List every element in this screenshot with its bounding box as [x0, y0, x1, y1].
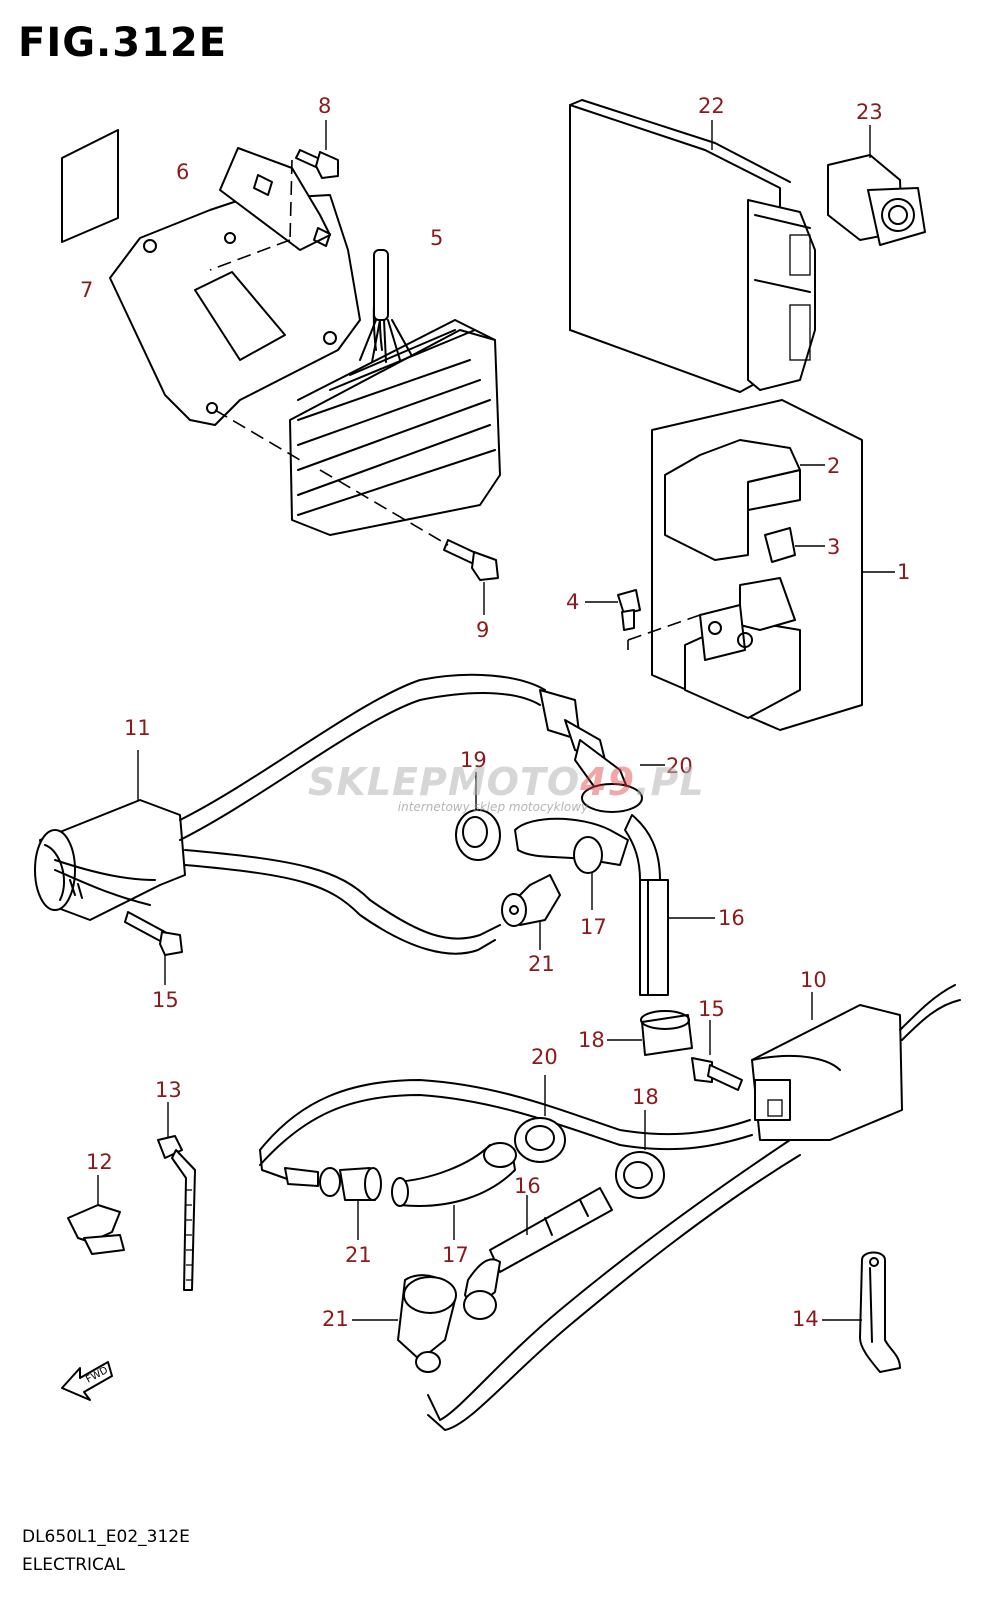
- part-10-ignition-coil: [751, 984, 961, 1141]
- callout-21-upper: 21: [528, 952, 555, 976]
- callout-17-upper: 17: [580, 915, 607, 939]
- callout-19-lower: 20: [531, 1045, 558, 1069]
- callout-9: 9: [476, 618, 490, 642]
- figure-section: ELECTRICAL: [22, 1555, 126, 1575]
- fwd-arrow-icon: FWD: [61, 1361, 113, 1401]
- part-17-elbow-upper: [514, 817, 629, 910]
- callout-2: 2: [827, 454, 841, 478]
- callout-10: 10: [800, 968, 827, 992]
- part-21-grommet-lower: [319, 1167, 382, 1240]
- part-14-clip: [822, 1251, 901, 1373]
- part-6-bracket: [109, 147, 361, 426]
- callout-22: 22: [698, 94, 725, 118]
- part-12-clamp: [67, 1175, 125, 1255]
- callout-19-upper: 19: [460, 748, 487, 772]
- callout-17-lower: 17: [442, 1243, 469, 1267]
- part-16-cable-upper: [624, 814, 715, 996]
- lower-harness-lead: [259, 1079, 801, 1431]
- callout-16-lower: 16: [514, 1174, 541, 1198]
- callout-20-lower: 21: [322, 1307, 349, 1331]
- callout-6: 6: [176, 160, 190, 184]
- part-11-ignition-coil: [34, 750, 186, 985]
- callout-15-left: 15: [152, 988, 179, 1012]
- part-7-label-pad: [61, 129, 119, 243]
- part-22-ecm: [569, 99, 816, 393]
- callout-12: 12: [86, 1150, 113, 1174]
- callout-18-upper: 18: [578, 1028, 605, 1052]
- part-23-connector: [827, 125, 926, 246]
- figure-title: FIG.312E: [18, 20, 228, 66]
- callout-7: 7: [80, 278, 94, 302]
- part-19-boot-upper: [455, 772, 501, 861]
- part-1-starter-relay-assembly: [585, 399, 895, 731]
- callout-13: 13: [155, 1078, 182, 1102]
- callout-16-upper: 16: [718, 906, 745, 930]
- part-20-cap-lower: [352, 1274, 457, 1373]
- callout-23: 23: [856, 100, 883, 124]
- part-16-cable-lower: [463, 1187, 613, 1320]
- part-17-elbow-lower: [391, 1142, 517, 1240]
- callout-1: 1: [897, 560, 911, 584]
- part-18-boot-lower: [615, 1110, 665, 1199]
- part-9-screw: [319, 469, 499, 615]
- callout-18-lower: 18: [632, 1085, 659, 1109]
- figure-code: DL650L1_E02_312E: [22, 1527, 190, 1547]
- part-19-boot-lower: [514, 1075, 566, 1163]
- part-8-screw: [209, 120, 339, 271]
- callout-21-lower: 21: [345, 1243, 372, 1267]
- callout-8: 8: [318, 94, 332, 118]
- part-13-cable-tie: [157, 1102, 196, 1291]
- part-15-screw-lower: [691, 1020, 743, 1091]
- part-18-boot-upper: [607, 1010, 693, 1056]
- callout-3: 3: [827, 535, 841, 559]
- part-21-grommet-upper: [501, 874, 561, 950]
- callout-11: 11: [124, 716, 151, 740]
- callout-15-right: 15: [698, 997, 725, 1021]
- upper-harness-lead: [179, 673, 665, 955]
- callout-4: 4: [566, 590, 580, 614]
- callout-14: 14: [792, 1307, 819, 1331]
- callout-5: 5: [430, 226, 444, 250]
- callout-20-upper: 20: [666, 754, 693, 778]
